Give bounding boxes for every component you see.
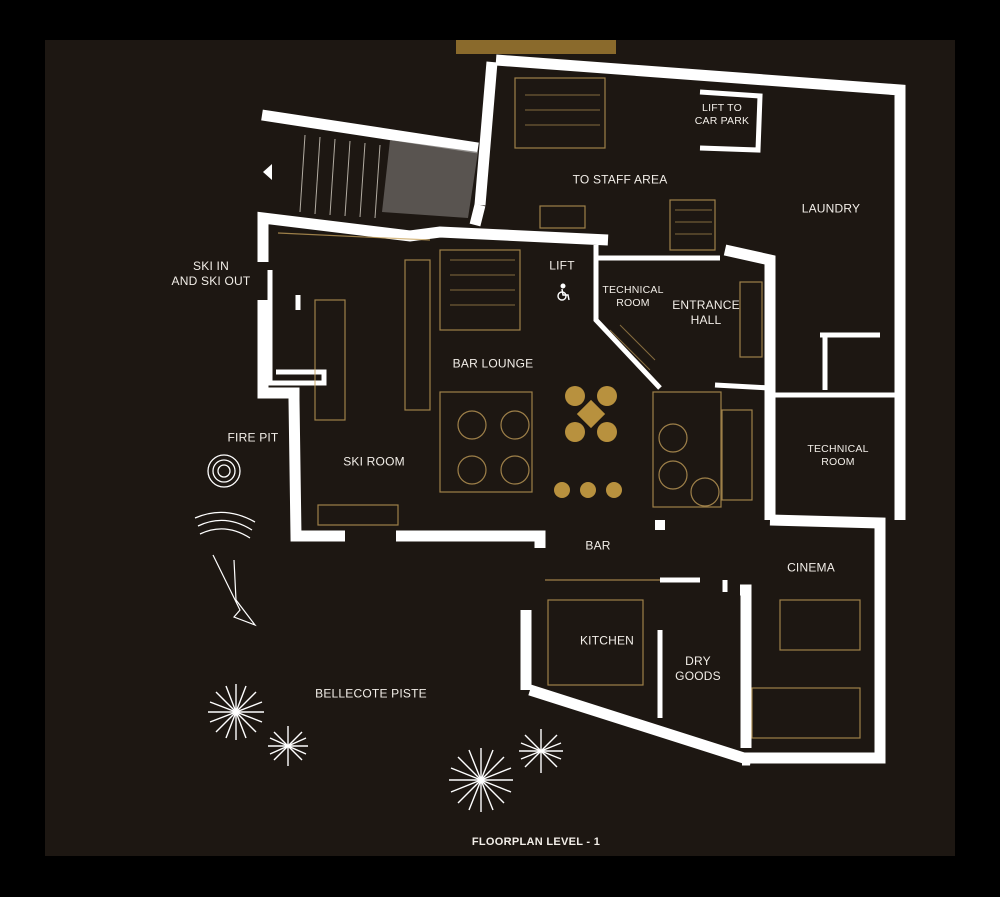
label-laundry: LAUNDRY — [801, 201, 861, 216]
firework-icon — [208, 684, 563, 812]
top-accent-tab — [456, 40, 616, 54]
staircase-outdoor — [299, 134, 381, 219]
label-lift-to-car-park: LIFT TO CAR PARK — [694, 102, 750, 127]
path-line — [212, 554, 257, 627]
walls — [257, 54, 906, 766]
label-kitchen: KITCHEN — [579, 633, 635, 648]
label-technical-room-1: TECHNICAL ROOM — [602, 284, 664, 309]
label-ski-in-ski-out: SKI IN AND SKI OUT — [171, 259, 251, 288]
stair-hatching — [450, 94, 712, 371]
label-bar-lounge: BAR LOUNGE — [452, 356, 534, 371]
label-lift: LIFT — [549, 258, 575, 273]
floorplan-caption: FLOORPLAN LEVEL - 1 — [471, 836, 601, 848]
wheelchair-icon — [557, 283, 570, 301]
back-arrow-icon — [263, 164, 272, 180]
floorplan-panel — [45, 40, 955, 856]
furniture — [277, 77, 861, 739]
gold-tables — [554, 386, 622, 498]
label-cinema: CINEMA — [787, 560, 835, 575]
label-ski-room: SKI ROOM — [343, 454, 405, 469]
label-dry-goods: DRY GOODS — [675, 654, 721, 683]
label-technical-room-2: TECHNICAL ROOM — [807, 443, 869, 468]
label-entrance-hall: ENTRANCE HALL — [672, 298, 740, 327]
fire-pit-icon — [194, 454, 256, 539]
inner-walls — [267, 89, 900, 718]
gravel-patch — [382, 140, 478, 218]
label-bar: BAR — [585, 538, 611, 553]
bar-pillar — [655, 520, 665, 530]
label-fire-pit: FIRE PIT — [227, 430, 279, 445]
label-bellecote-piste: BELLECOTE PISTE — [315, 686, 427, 701]
label-to-staff-area: TO STAFF AREA — [572, 172, 668, 187]
